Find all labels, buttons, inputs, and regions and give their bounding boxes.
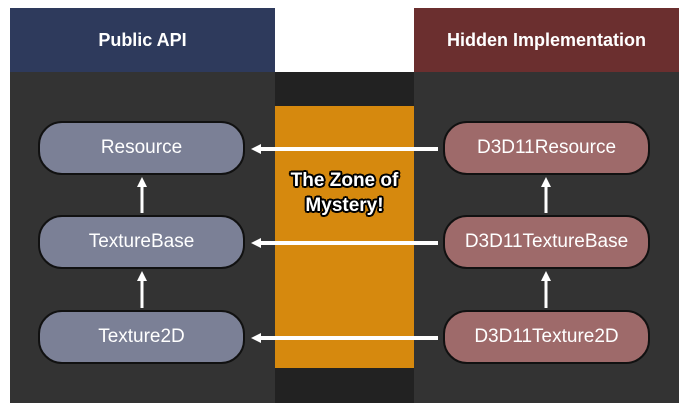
node-texturebase-label: TextureBase bbox=[88, 231, 195, 252]
node-resource-label: Resource bbox=[100, 137, 183, 158]
node-d3d11resource: D3D11Resource bbox=[443, 121, 650, 175]
node-d3d11texturebase-label: D3D11TextureBase bbox=[464, 231, 629, 252]
public-api-header: Public API bbox=[10, 8, 275, 72]
public-api-title: Public API bbox=[98, 29, 187, 50]
node-d3d11texture2d: D3D11Texture2D bbox=[443, 310, 650, 364]
node-texturebase: TextureBase bbox=[38, 215, 245, 269]
hidden-implementation-header: Hidden Implementation bbox=[414, 8, 679, 72]
zone-of-mystery-label: The Zone of Mystery! bbox=[275, 168, 414, 218]
node-texture2d: Texture2D bbox=[38, 310, 245, 364]
zone-label-line-1: The Zone of bbox=[290, 170, 399, 191]
node-d3d11resource-label: D3D11Resource bbox=[476, 137, 617, 158]
node-d3d11texture2d-label: D3D11Texture2D bbox=[474, 326, 619, 347]
node-d3d11texturebase: D3D11TextureBase bbox=[443, 215, 650, 269]
node-resource: Resource bbox=[38, 121, 245, 175]
hidden-implementation-title: Hidden Implementation bbox=[446, 29, 646, 50]
zone-label-line-2: Mystery! bbox=[305, 195, 384, 216]
node-texture2d-label: Texture2D bbox=[98, 326, 185, 347]
